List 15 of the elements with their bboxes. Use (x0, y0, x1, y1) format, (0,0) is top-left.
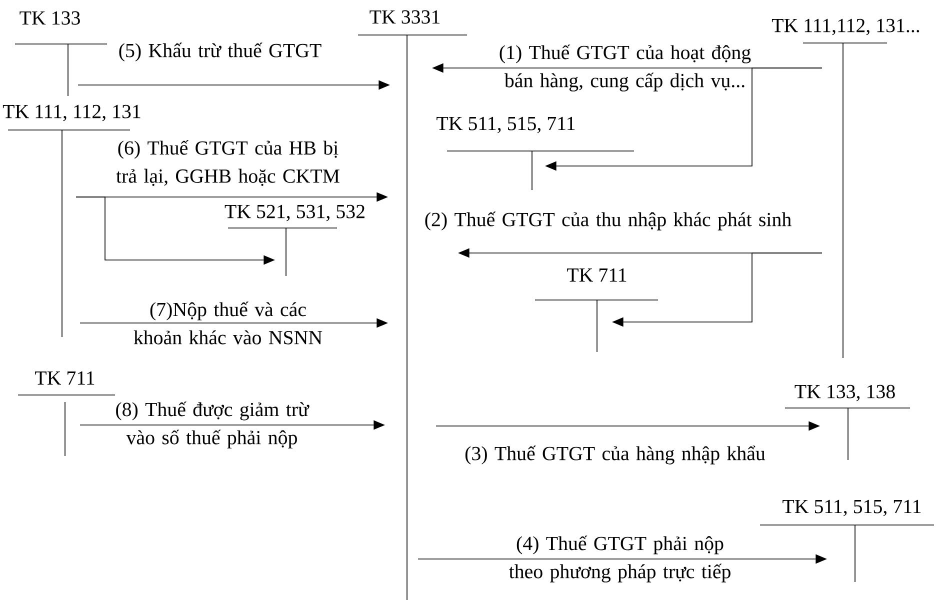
t-account: TK 133 (14, 11, 108, 96)
t-account: TK 711 (534, 268, 658, 352)
edge-label: (7)Nộp thuế và các khoản khác vào NSNN (134, 302, 322, 344)
t-account: TK 711 (18, 371, 116, 456)
edge-label: (8) Thuế được giảm trừ vào số thuế phải nộp (116, 402, 310, 448)
t-account: TK 133, 138 (784, 384, 910, 460)
t-account: TK 521, 531, 532 (224, 204, 364, 276)
edge-label: (1) Thuế GTGT của hoạt động bán hàng, cung cấp dịch vụ... (500, 44, 751, 92)
edge-label: (3) Thuế GTGT của hàng nhập khẩu (465, 446, 766, 464)
edge-label: (6) Thuế GTGT của HB bị trả lại, GGHB hoặc CKTM (116, 140, 340, 186)
edge-label: (2) Thuế GTGT của thu nhập khác phát sinh (425, 212, 792, 230)
edge-label: (5) Khấu trừ thuế GTGT (119, 42, 322, 62)
t-account: TK 511, 515, 711 (436, 116, 634, 190)
edge-label: (4) Thuế GTGT phải nộp theo phương pháp trực tiếp (509, 536, 730, 582)
t-account: TK 511, 515, 711 (760, 500, 934, 582)
